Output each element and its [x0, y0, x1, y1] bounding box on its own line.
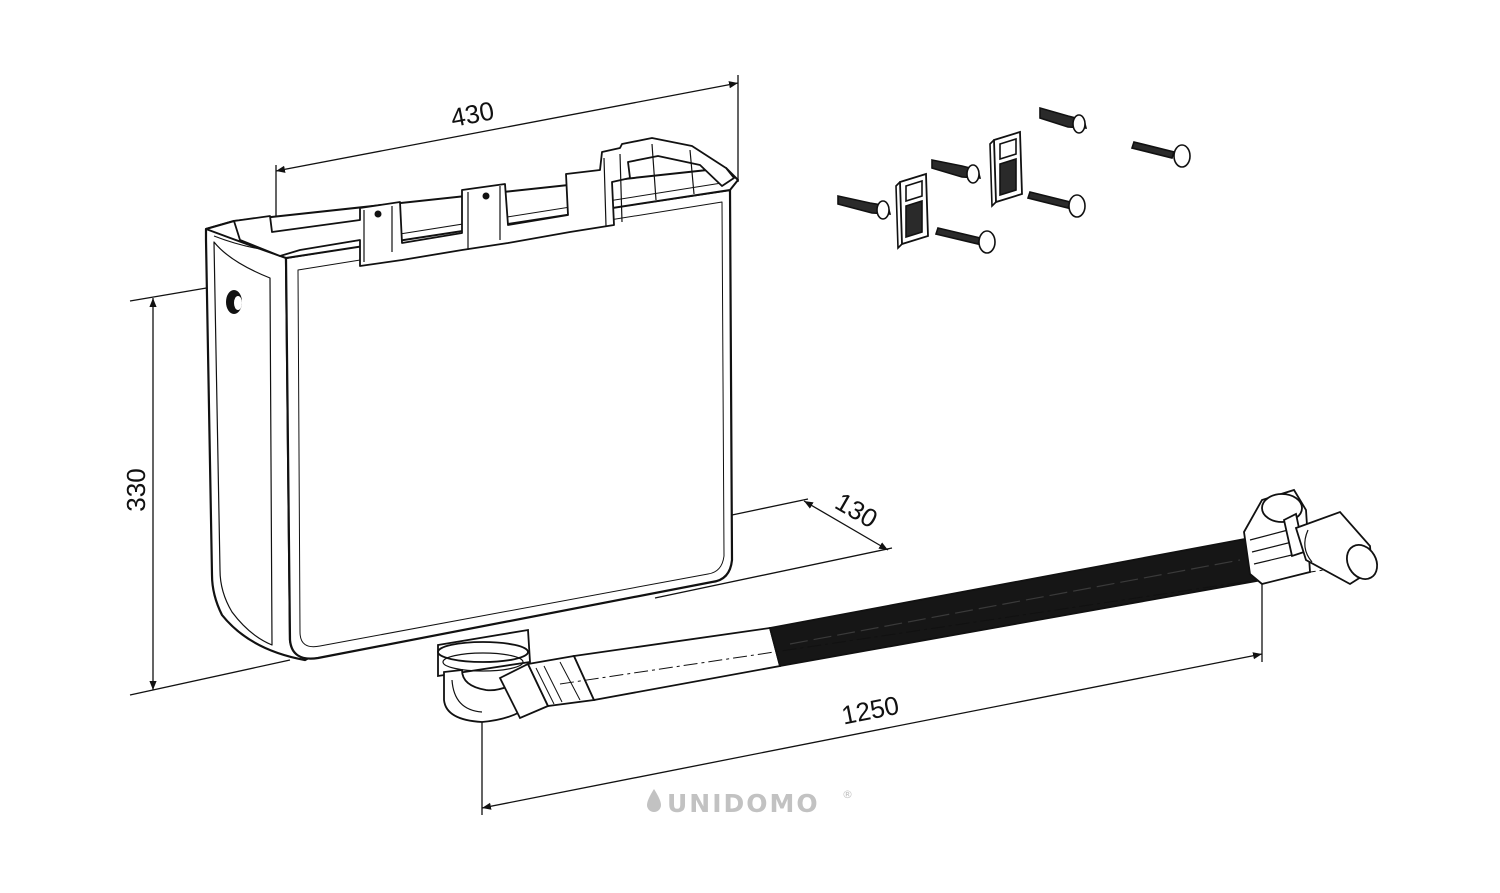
- dimension-depth: 130: [654, 486, 893, 599]
- center-line: [559, 563, 1365, 685]
- tank-front-face: [284, 188, 734, 660]
- wall-plug: [931, 159, 982, 184]
- width-label: 430: [448, 95, 496, 133]
- dimension-height: 330: [121, 283, 291, 696]
- water-drop-icon: [647, 789, 661, 812]
- wall-bracket: [895, 172, 929, 250]
- depth-label: 130: [830, 486, 883, 534]
- wall-screw: [1130, 141, 1191, 168]
- wall-screw: [934, 227, 996, 254]
- outlet-elbow: [437, 628, 596, 723]
- extension-line: [129, 659, 291, 696]
- wall-plug: [837, 195, 892, 220]
- extension-line: [654, 547, 893, 599]
- wc-connector: [1243, 488, 1378, 586]
- hose-length-label: 1250: [839, 690, 902, 731]
- dimension-line: [275, 81, 739, 173]
- dimension-line: [481, 652, 1263, 810]
- brand-logo: UNIDOMO ®: [647, 788, 853, 818]
- registered-mark: ®: [842, 788, 853, 801]
- height-label: 330: [121, 468, 151, 511]
- wall-screw: [1026, 191, 1086, 218]
- wall-plug: [1039, 106, 1088, 134]
- extension-line: [731, 498, 809, 516]
- flush-pipe: [559, 536, 1365, 702]
- tank-back-wall: [233, 137, 735, 267]
- wall-bracket: [989, 130, 1023, 208]
- tank-side-contour: [213, 241, 273, 646]
- mounting-kit: [837, 106, 1191, 254]
- dimension-line: [803, 500, 889, 551]
- cistern-tank: [204, 137, 739, 662]
- brand-name: UNIDOMO: [667, 789, 820, 818]
